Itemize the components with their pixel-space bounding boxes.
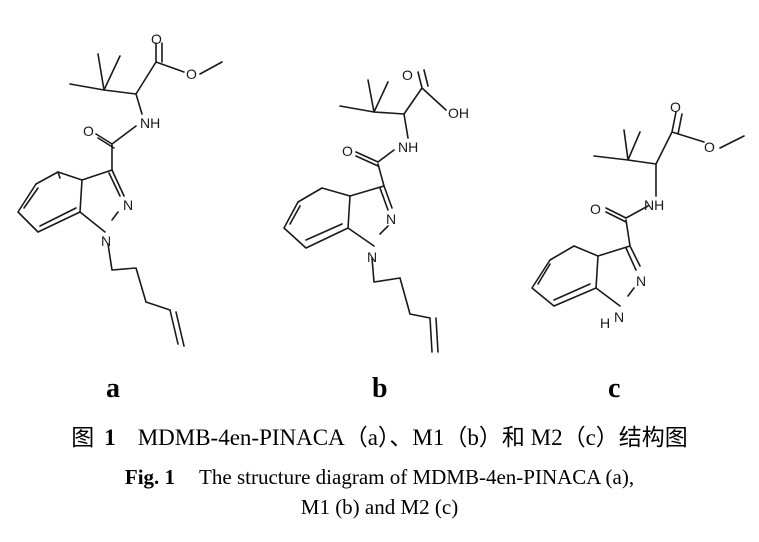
a-amide bbox=[95, 93, 143, 171]
caption-en-line2: M1 (b) and M2 (c) bbox=[300, 495, 459, 519]
panel-label-a: a bbox=[106, 373, 120, 404]
b-acid-chain bbox=[403, 69, 447, 115]
structure-figure: O O O NH N N O OH O NH N N O O O NH N N … bbox=[17, 31, 745, 353]
b-n1-ring: N bbox=[367, 249, 377, 265]
c-ester-o: O bbox=[704, 139, 715, 155]
structure-b: O OH O NH N N bbox=[283, 67, 469, 353]
c-ester-chain bbox=[655, 111, 745, 165]
caption-en-line1: The structure diagram of MDMB-4en-PINACA… bbox=[199, 465, 635, 489]
b-pentenyl bbox=[371, 257, 439, 353]
a-pentenyl bbox=[107, 243, 185, 347]
a-ester-o: O bbox=[186, 66, 197, 82]
c-n-ring: N bbox=[636, 273, 646, 289]
c-amide bbox=[605, 163, 657, 247]
caption-cn-number: 1 bbox=[104, 425, 116, 450]
b-tbutyl bbox=[339, 79, 405, 115]
a-indazole bbox=[17, 169, 125, 233]
a-n-ring: N bbox=[123, 197, 133, 213]
caption-cn-text: MDMB-4en-PINACA（a）、M1（b）和 M2（c）结构图 bbox=[137, 425, 688, 450]
c-carbonyl-o: O bbox=[670, 99, 681, 115]
b-indazole bbox=[283, 185, 393, 249]
structure-c: O O O NH N N H bbox=[531, 99, 745, 331]
b-amide bbox=[355, 113, 409, 187]
b-amine: NH bbox=[398, 139, 418, 155]
c-nh-h: H bbox=[600, 315, 610, 331]
b-n-ring: N bbox=[386, 211, 396, 227]
b-acid-oh: OH bbox=[448, 105, 469, 121]
b-amide-o: O bbox=[342, 143, 353, 159]
a-n1-ring: N bbox=[101, 233, 111, 249]
c-amine: NH bbox=[644, 197, 664, 213]
c-amide-o: O bbox=[590, 201, 601, 217]
c-nh-ring: N bbox=[614, 309, 624, 325]
caption-cn-label: 图 bbox=[71, 425, 95, 451]
a-amine: NH bbox=[140, 115, 160, 131]
panel-label-c: c bbox=[608, 373, 621, 404]
c-indazole bbox=[531, 245, 641, 307]
caption-english: Fig. 1 The structure diagram of MDMB-4en-… bbox=[0, 462, 759, 522]
a-ester-chain bbox=[135, 42, 223, 95]
structure-a: O O O NH N N bbox=[17, 31, 223, 347]
panel-label-b: b bbox=[372, 373, 388, 404]
a-tbutyl bbox=[69, 53, 137, 95]
b-carbonyl-o: O bbox=[402, 67, 413, 83]
caption-en-label: Fig. 1 bbox=[124, 465, 176, 489]
a-carbonyl-o: O bbox=[151, 31, 162, 47]
c-tbutyl bbox=[593, 129, 657, 165]
a-amide-o: O bbox=[83, 123, 94, 139]
